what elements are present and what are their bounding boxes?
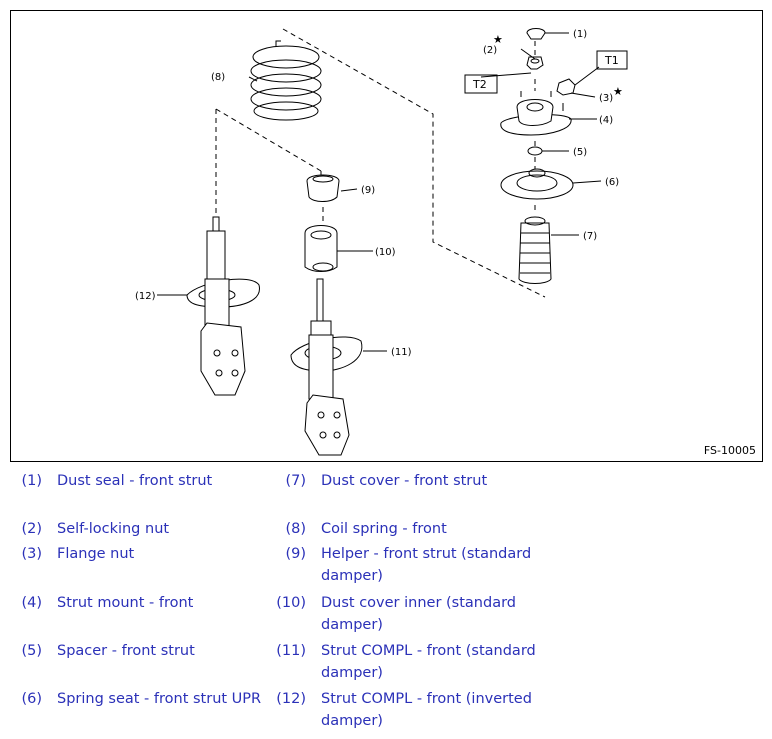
legend-number: (12) (276, 691, 306, 707)
callout-10: (10) (375, 247, 396, 258)
callout-9: (9) (361, 185, 375, 196)
legend-number: (3) (21, 546, 42, 562)
helper-part (306, 174, 340, 202)
legend-text: Dust seal - front strut (57, 473, 213, 489)
callout-2: (2) (483, 45, 497, 56)
flange-nut-part (556, 78, 576, 96)
strut-standard-part (290, 278, 363, 456)
legend-number: (8) (285, 521, 306, 537)
star-markers: ★ ★ (493, 33, 623, 98)
legend-number: (1) (21, 473, 42, 489)
callout-leader-lines (157, 32, 602, 352)
callout-3: (3) (599, 93, 613, 104)
exploded-strut-diagram: .ln{stroke:#000;stroke-width:1;fill:none… (10, 10, 763, 462)
legend-number: (10) (276, 595, 306, 611)
legend-text: Dust cover - front strut (321, 473, 488, 489)
diagram-canvas: .ln{stroke:#000;stroke-width:1;fill:none… (135, 28, 628, 456)
dust-seal-part (526, 28, 546, 40)
legend-number: (9) (285, 546, 306, 562)
callout-labels: (1) (2) (3) (4) (5) (6) (7) (8) (9) (10)… (135, 29, 619, 358)
callout-4: (4) (599, 115, 613, 126)
spacer-part (527, 146, 543, 156)
spring-seat-part (500, 168, 574, 200)
legend-text: Spring seat - front strut UPR (57, 691, 262, 707)
coil-spring-part (250, 40, 322, 121)
strut-mount-part (500, 91, 572, 136)
legend-number: (6) (21, 691, 42, 707)
legend-text: Strut COMPL - front (standard damper) (321, 643, 536, 681)
legend-number: (11) (276, 643, 306, 659)
torque-label-t2: T2 (472, 78, 487, 91)
legend-text: Dust cover inner (standard damper) (321, 595, 516, 633)
legend-number: (4) (21, 595, 42, 611)
self-locking-nut-part (526, 56, 544, 70)
torque-labels: T1 T2 (464, 50, 628, 94)
torque-box-t2 (464, 74, 498, 94)
torque-label-t1: T1 (604, 54, 619, 67)
assembly-guide-lines (215, 28, 546, 298)
dust-cover-inner-part (304, 225, 338, 272)
torque-box-t1 (596, 50, 628, 70)
callout-12: (12) (135, 291, 156, 302)
callout-8: (8) (211, 72, 225, 83)
callout-6: (6) (605, 177, 619, 188)
legend-text: Flange nut (57, 546, 135, 562)
legend-number: (2) (21, 521, 42, 537)
legend-text: Strut mount - front (57, 595, 194, 611)
callout-11: (11) (391, 347, 412, 358)
legend-text: Strut COMPL - front (inverted damper) (321, 691, 532, 729)
star-icon: ★ (493, 33, 503, 46)
legend-text: Self-locking nut (57, 521, 170, 537)
callout-1: (1) (573, 29, 587, 40)
legend-text: Spacer - front strut (57, 643, 195, 659)
callout-7: (7) (583, 231, 597, 242)
strut-inverted-part (186, 216, 260, 396)
legend-text: Helper - front strut (standard damper) (321, 546, 532, 584)
dust-cover-part (518, 216, 552, 284)
legend-number: (5) (21, 643, 42, 659)
star-icon: ★ (613, 85, 623, 98)
figure-id: FS-10005 (703, 444, 756, 457)
legend-number: (7) (285, 473, 306, 489)
callout-5: (5) (573, 147, 587, 158)
legend-text: Coil spring - front (321, 521, 447, 537)
